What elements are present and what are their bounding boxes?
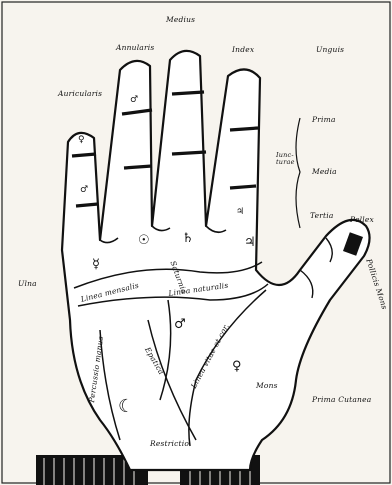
moon-symbol: ☾ — [118, 398, 134, 416]
label-tertia: Tertia — [310, 212, 334, 220]
label-auricularis: Auricularis — [58, 90, 102, 98]
label-prima-cutanea: Prima Cutanea — [312, 396, 371, 404]
mercury-symbol: ☿ — [92, 258, 100, 271]
venus-symbol: ♀ — [232, 360, 242, 373]
label-mons: Mons — [256, 382, 278, 390]
saturn-symbol: ♄ — [182, 232, 194, 245]
label-media: Media — [312, 168, 337, 176]
label-medius: Medius — [166, 16, 195, 24]
hand-outline — [62, 51, 370, 470]
mark-index-base: ♃ — [236, 208, 244, 217]
mars-symbol: ♂ — [174, 318, 186, 331]
label-ulna: Ulna — [18, 280, 37, 288]
mark-pinky-top: ♀ — [78, 136, 85, 145]
sun-symbol: ☉ — [138, 234, 150, 247]
jupiter-symbol: ♃ — [244, 236, 256, 249]
label-restrictio: Restrictio — [150, 440, 189, 448]
label-prima: Prima — [312, 116, 336, 124]
label-annularis: Annularis — [116, 44, 154, 52]
label-juncturae: Iunc-turae — [276, 152, 298, 165]
mark-pinky-mid: ♂ — [80, 186, 88, 195]
label-index: Index — [232, 46, 254, 54]
label-unguis: Unguis — [316, 46, 344, 54]
joint-bracket — [296, 118, 300, 228]
label-pollex: Pollex — [350, 216, 374, 224]
mark-ring-top: ♂ — [130, 96, 138, 105]
